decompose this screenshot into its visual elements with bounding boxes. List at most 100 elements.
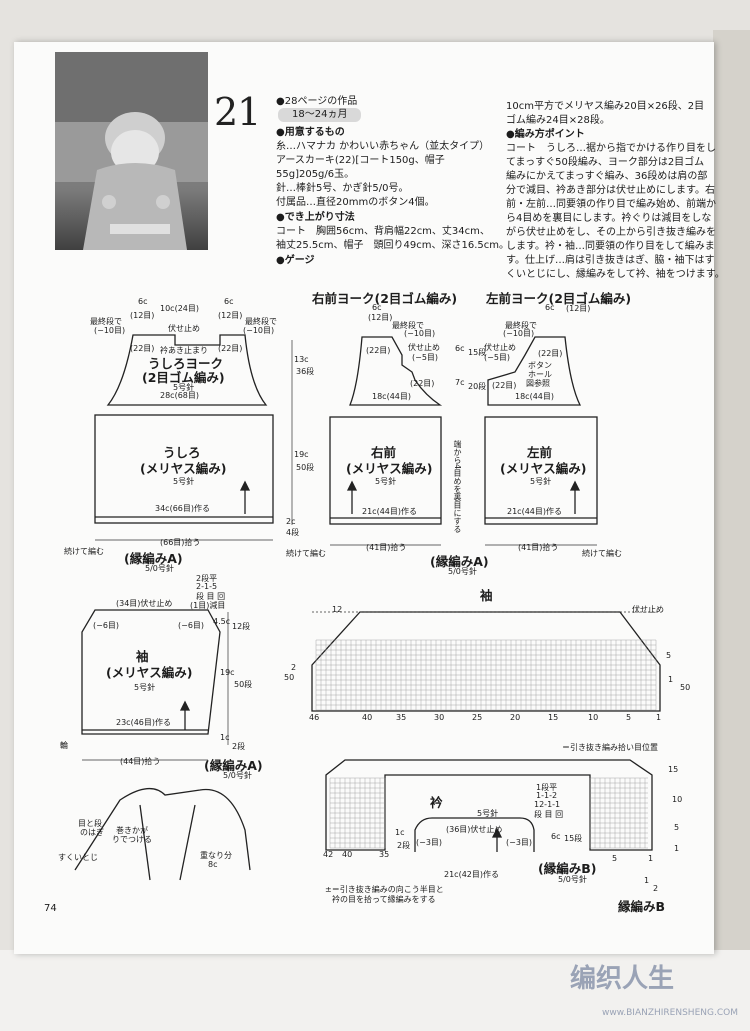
left-note: (−10目)	[503, 329, 535, 338]
left-note: (22目)	[492, 381, 517, 390]
collar-col: 5	[612, 854, 618, 863]
left-stitch: (メリヤス編み)	[500, 461, 587, 476]
sleeve-chart-col: 35	[396, 713, 407, 722]
sleeve-decrease: (−6目)	[93, 621, 120, 630]
left-note: 図参照	[526, 379, 550, 388]
back-yoke-shape	[106, 334, 268, 406]
right-yoke-title: 右前ヨーク(2目ゴム編み)	[312, 291, 458, 306]
sleeve-border-needle: 5/0号針	[223, 771, 252, 780]
gauge-line: 10cm平方でメリヤス編み20目×26段、2目	[506, 101, 705, 112]
collar-top: (36目)伏せ止め	[446, 825, 503, 834]
gauge-line: ゴム編み24目×28段。	[506, 115, 610, 126]
points-line: 編みにかえてまっすぐ編み、36段めは肩の部	[506, 171, 708, 182]
back-dim: 10c(24目)	[160, 304, 199, 313]
sleeve-shape	[81, 609, 221, 735]
sleeve-height: 12段	[232, 622, 251, 631]
border-b-title: 縁編みB	[618, 899, 666, 914]
border-b-label: 1	[644, 876, 650, 885]
right-note: (−10目)	[404, 329, 436, 338]
finish-note: 重なり分	[200, 851, 232, 860]
points-line: てまっすぐ50段編み、ヨーク部分は2目ゴム	[506, 157, 705, 168]
sleeve-decrease: 段 目 回	[196, 592, 226, 601]
collar-decrease: 段 目 回	[534, 810, 564, 819]
collar-needle: 5号針	[477, 809, 499, 818]
back-note: 伏せ止め	[168, 324, 200, 333]
back-dim: 6c	[138, 297, 148, 306]
back-yoke-width: 28c(68目)	[160, 391, 199, 400]
right-note: (12目)	[368, 313, 393, 322]
collar-col: 42	[323, 850, 334, 859]
collar-col: 35	[379, 850, 390, 859]
collar-border: (縁編みB)	[538, 861, 597, 876]
sleeve-chart-col: 25	[472, 713, 483, 722]
back-height: 4段	[286, 528, 300, 537]
collar-footnote: ±＝引き抜き編みの向こう半目と	[325, 885, 444, 894]
sleeve-chart-col: 5	[626, 713, 632, 722]
collar-side: (−3目)	[506, 838, 533, 847]
source-line: ●28ページの作品	[276, 96, 358, 107]
back-note: 最終段で	[245, 317, 277, 326]
left-needle: 5号針	[530, 477, 552, 486]
right-note: 6c	[372, 303, 382, 312]
back-note: (−10目)	[94, 326, 126, 335]
sleeve-chart-col: 30	[434, 713, 445, 722]
watermark-url: www.BIANZHIRENSHENG.COM	[602, 1008, 738, 1018]
back-body-shape	[94, 414, 274, 524]
left-yoke-width: 18c(44目)	[515, 392, 554, 401]
left-note: 最終段で	[505, 321, 537, 330]
right-note: (−5目)	[412, 353, 439, 362]
collar-decrease: 1段平	[536, 783, 558, 792]
left-note: ボタン	[528, 361, 552, 370]
collar-border-needle: 5/0号針	[558, 875, 587, 884]
sleeve-decrease: (1目)減目	[190, 601, 226, 610]
sleeve-chart-row: 50	[284, 673, 295, 682]
collar-height: 6c	[551, 832, 561, 841]
right-note: (22目)	[366, 346, 391, 355]
left-height: 15段	[468, 348, 487, 357]
back-dim: (12目)	[218, 311, 243, 320]
back-height: 13c	[294, 355, 309, 364]
pattern-number: 21	[214, 90, 261, 134]
left-yoke-shape	[487, 336, 582, 406]
points-line: くいとじにし、縁編みをして衿、袖をつけます。	[506, 269, 725, 280]
right-note: 伏せ止め	[408, 343, 440, 352]
finish-note: 巻きかが	[116, 826, 148, 835]
finish-note: りでつける	[112, 835, 152, 844]
sleeve-chart-row: 1	[668, 675, 674, 684]
collar-decrease: 12-1-1	[534, 800, 561, 809]
right-note: 最終段で	[392, 321, 424, 330]
jacket-sketch	[74, 788, 251, 871]
sleeve-stitch: (メリヤス編み)	[106, 665, 193, 680]
sleeve-chart-col: 46	[309, 713, 320, 722]
back-cast-on: 34c(66目)作る	[155, 504, 210, 513]
left-yoke-title: 左前ヨーク(2目ゴム編み)	[486, 291, 632, 306]
collar-decrease: 1-1-2	[536, 791, 558, 800]
sleeve-chart-col: 10	[588, 713, 599, 722]
back-yoke-title: うしろヨーク	[148, 356, 224, 371]
back-border: (縁編みA)	[124, 551, 183, 566]
back-stitch: (メリヤス編み)	[140, 461, 227, 476]
back-dim: (12目)	[130, 311, 155, 320]
size-title: ●でき上がり寸法	[276, 212, 355, 223]
edge-note: 端から4目めを裏目にする	[453, 440, 462, 534]
back-height: 19c	[294, 450, 309, 459]
sleeve-chart-col: 20	[510, 713, 521, 722]
sleeve-height: 19c	[220, 668, 235, 677]
right-yoke-width: 18c(44目)	[372, 392, 411, 401]
materials-line: 針…棒針5号、かぎ針5/0号。	[276, 183, 409, 194]
right-front-shape	[329, 416, 442, 525]
collar-title: 衿	[430, 795, 443, 810]
sleeve-chart-col: 1	[656, 713, 662, 722]
collar-side: (−3目)	[416, 838, 443, 847]
back-note: 最終段で	[90, 317, 122, 326]
collar-height: 2段	[397, 841, 411, 850]
materials-title: ●用意するもの	[276, 127, 345, 138]
materials-line: 55g]205g/6玉。	[276, 169, 355, 180]
back-height: 50段	[296, 463, 315, 472]
left-height: 20段	[468, 382, 487, 391]
right-title: 右前	[371, 445, 397, 460]
sleeve-chart-title: 袖	[480, 588, 493, 603]
left-continue: 続けて編む	[582, 549, 622, 558]
left-pickup: (41目)拾う	[518, 543, 559, 552]
sleeve-decrease: 2-1-5	[196, 582, 218, 591]
